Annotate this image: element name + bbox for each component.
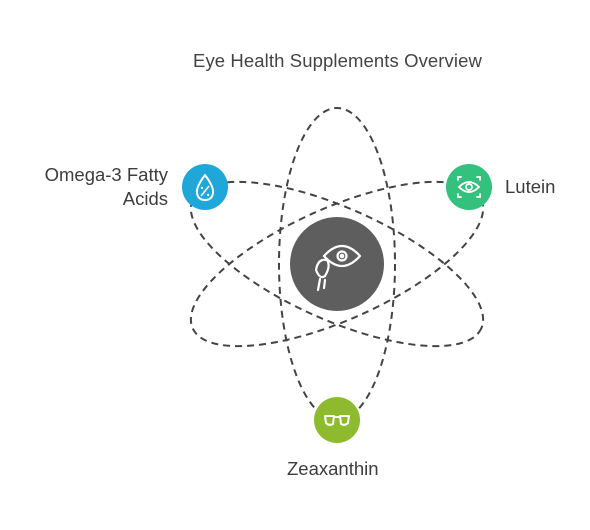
orbit-vertical (278, 107, 396, 421)
orbit-diagonal-2 (189, 180, 485, 348)
drop-percent-icon (195, 174, 215, 201)
lutein-label: Lutein (505, 176, 556, 197)
eye-scan-icon (457, 176, 481, 198)
zeaxanthin-node (314, 397, 360, 443)
eye-and-eye-drop-icon (314, 244, 362, 292)
lutein-node (446, 164, 492, 210)
omega3-node (182, 164, 228, 210)
zeaxanthin-label: Zeaxanthin (287, 458, 379, 479)
omega3-label-line1: Omega-3 Fatty (44, 164, 168, 185)
sunglasses-icon (324, 415, 350, 426)
diagram-title: Eye Health Supplements Overview (193, 50, 482, 71)
omega3-label-line2: Acids (122, 188, 168, 209)
omega3-label: Omega-3 Fatty Acids (18, 163, 168, 211)
center-hub (290, 217, 384, 311)
